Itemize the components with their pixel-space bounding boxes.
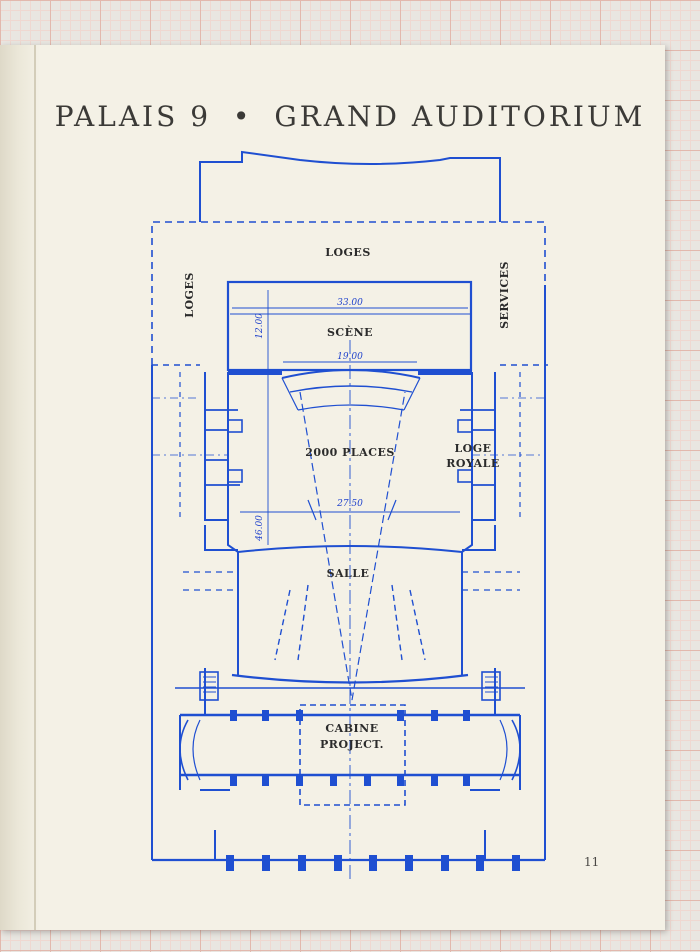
label-salle: SALLE [327,567,370,580]
dim-stage-width: 33.00 [337,298,363,308]
label-cabine-2: PROJECT. [320,738,384,751]
dim-screen-width: 19.00 [337,352,363,362]
label-loges-side: LOGES [183,272,196,318]
page-number: 11 [584,855,600,869]
label-services: SERVICES [498,261,511,329]
projection-cone [299,391,406,701]
page-fold [34,45,36,930]
label-scene: SCÈNE [327,325,373,339]
label-loges-top: LOGES [325,246,371,259]
label-2000-places: 2000 PLACES [305,446,395,459]
cabine-outline [299,704,406,806]
loges-perimeter [151,221,546,365]
label-loge-royale-2: ROYALE [446,457,500,470]
dim-hall-width: 27.50 [336,499,363,509]
dim-hall-depth: 46.00 [255,515,265,542]
title-separator: • [232,100,253,133]
label-cabine-1: CABINE [325,722,378,735]
plan-top-outline [199,150,501,222]
title-auditorium: GRAND AUDITORIUM [274,100,646,133]
column-piers [226,710,520,871]
label-loge-royale-1: LOGE [454,442,491,455]
dim-stage-depth: 12.00 [255,313,265,339]
page-title: PALAIS 9 • GRAND AUDITORIUM [0,100,700,133]
page-gutter [0,45,40,930]
title-palais: PALAIS 9 [54,100,212,133]
